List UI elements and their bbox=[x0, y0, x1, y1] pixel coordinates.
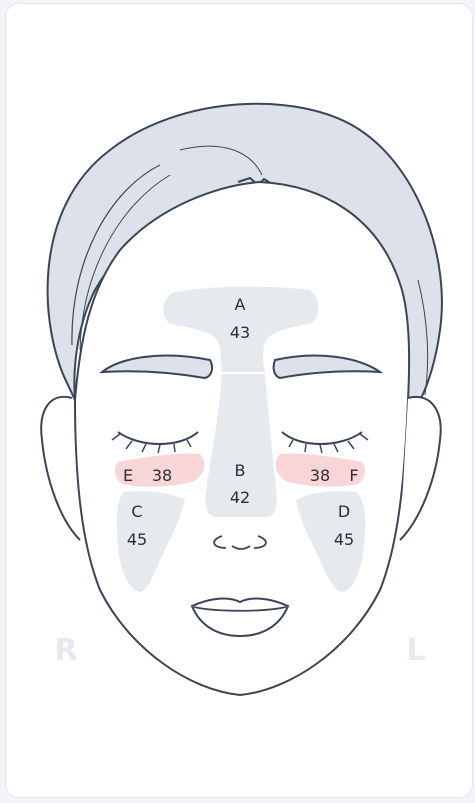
zone-c-letter: C bbox=[131, 502, 142, 521]
zone-d-letter: D bbox=[338, 502, 350, 521]
zone-f-letter: F bbox=[349, 466, 358, 485]
side-label-left: L bbox=[406, 633, 425, 668]
zone-b-value: 42 bbox=[230, 488, 250, 507]
zone-b-letter: B bbox=[235, 461, 246, 480]
zone-a-letter: A bbox=[235, 295, 246, 314]
zone-d-value: 45 bbox=[334, 530, 354, 549]
zone-c-value: 45 bbox=[127, 530, 147, 549]
zone-e-letter: E bbox=[123, 466, 133, 485]
zone-f-value: 38 bbox=[310, 466, 330, 485]
zone-e-value: 38 bbox=[152, 466, 172, 485]
zone-a-value: 43 bbox=[230, 323, 250, 342]
side-label-right: R bbox=[54, 633, 77, 668]
